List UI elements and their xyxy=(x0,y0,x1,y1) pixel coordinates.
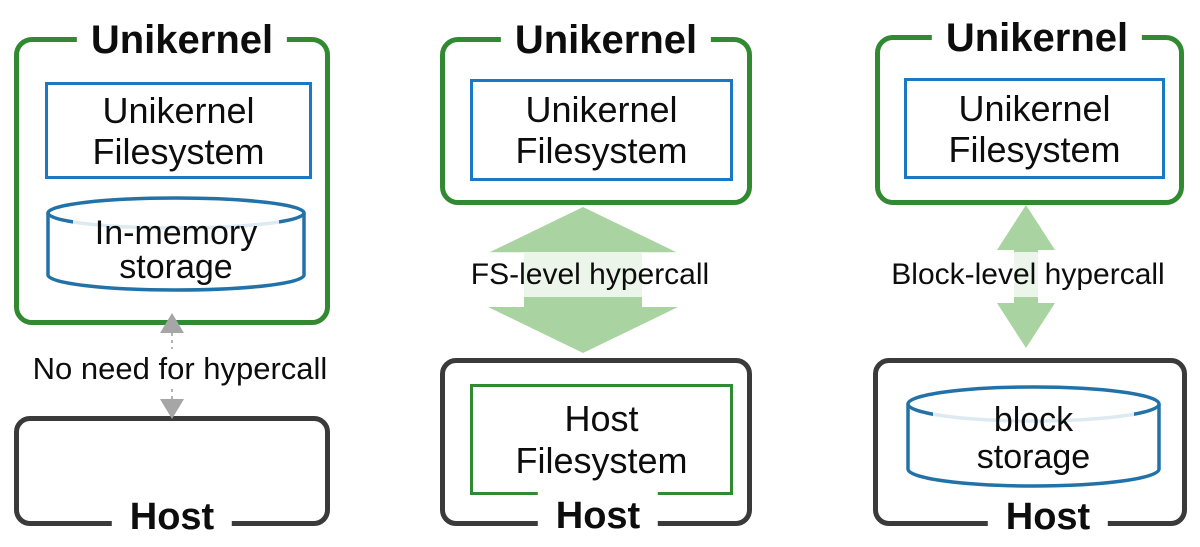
unikernel-filesystem-box-right: Unikernel Filesystem xyxy=(904,78,1165,179)
unikernel-title-left: Unikernel xyxy=(76,17,288,63)
host-label-right: Host xyxy=(987,489,1109,545)
unikernel-filesystem-line1: Unikernel xyxy=(525,89,678,130)
host-label-left: Host xyxy=(111,493,233,541)
unikernel-filesystem-line2: Filesystem xyxy=(948,128,1121,170)
host-filesystem-line2: Filesystem xyxy=(515,439,688,481)
unikernel-title-right: Unikernel xyxy=(931,15,1143,61)
unikernel-filesystem-line1: Unikernel xyxy=(102,89,255,131)
in-memory-storage-label: In-memory storage xyxy=(45,216,307,284)
in-memory-storage-cylinder-icon xyxy=(46,196,306,292)
in-memory-storage-line1: In-memory xyxy=(94,214,258,252)
unikernel-filesystem-line2: Filesystem xyxy=(515,130,688,171)
host-filesystem-box: Host Filesystem xyxy=(470,384,733,495)
block-storage-line2: storage xyxy=(976,438,1091,476)
block-storage-cylinder-icon xyxy=(906,385,1161,488)
host-label-middle: Host xyxy=(537,483,659,547)
block-hypercall-annotation: Block-level hypercall xyxy=(860,252,1196,297)
fs-hypercall-annotation: FS-level hypercall xyxy=(430,252,750,297)
no-hypercall-annotation: No need for hypercall xyxy=(10,349,350,389)
unikernel-filesystem-line1: Unikernel xyxy=(958,87,1111,129)
host-filesystem-line1: Host xyxy=(564,397,639,439)
unikernel-filesystem-box-middle: Unikernel Filesystem xyxy=(470,79,733,181)
unikernel-filesystem-box-left: Unikernel Filesystem xyxy=(45,82,312,179)
block-storage-label: block storage xyxy=(905,402,1162,476)
in-memory-storage-line2: storage xyxy=(119,248,233,286)
unikernel-filesystem-line2: Filesystem xyxy=(92,130,265,172)
no-hypercall-double-arrow-icon xyxy=(160,313,184,419)
unikernel-title-middle: Unikernel xyxy=(500,17,712,63)
block-storage-line1: block xyxy=(993,401,1074,439)
